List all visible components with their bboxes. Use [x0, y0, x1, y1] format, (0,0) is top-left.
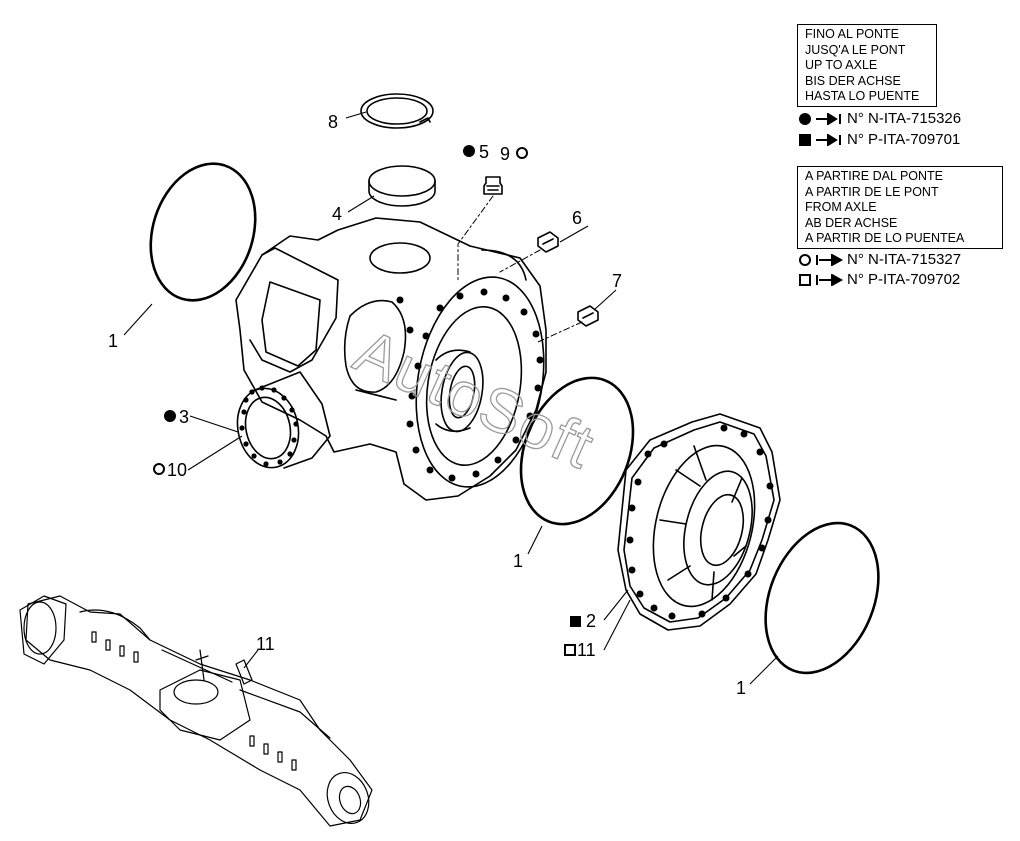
- filled-circle-icon: [799, 112, 811, 125]
- open-circle-icon: [153, 463, 165, 475]
- open-circle-icon: [516, 147, 528, 159]
- breather-fitting: [483, 176, 503, 195]
- callout-8: 8: [328, 112, 338, 132]
- notice-upto-axle: FINO AL PONTE JUSQ'A LE PONT UP TO AXLE …: [797, 24, 937, 107]
- callout-5: 5: [479, 142, 489, 162]
- filled-square-icon: [799, 133, 811, 146]
- cover-flange: [617, 413, 781, 631]
- plug-six: [537, 231, 559, 253]
- filled-circle-icon: [164, 410, 176, 422]
- notice-upto-line-5: HASTA LO PUENTE: [805, 89, 920, 103]
- plug-seven: [577, 305, 599, 327]
- callout-1-right: 1: [736, 678, 746, 698]
- open-square-icon: [564, 644, 576, 656]
- callout-6: 6: [572, 208, 582, 228]
- callout-2: 2: [586, 611, 596, 631]
- notice-from-line-5: A PARTIR DE LO PUENTEA: [805, 231, 965, 245]
- callout-1-middle: 1: [513, 551, 523, 571]
- notice-from-line-1: A PARTIRE DAL PONTE: [805, 169, 944, 183]
- snap-ring: [360, 93, 434, 129]
- notice-upto-line-1: FINO AL PONTE: [805, 27, 900, 41]
- serial-from-circle: N° N-ITA-715327: [799, 251, 961, 268]
- arrow-up-to-icon: [816, 133, 841, 146]
- svg-text:AutoSoft: AutoSoft: [345, 316, 605, 482]
- open-circle-icon: [799, 253, 811, 266]
- arrow-up-to-icon: [816, 112, 841, 125]
- serial-upto-circle: N° N-ITA-715326: [799, 110, 961, 127]
- serial-upto-square: N° P-ITA-709701: [799, 131, 960, 148]
- notice-upto-line-3: UP TO AXLE: [805, 58, 878, 72]
- serial-from-square-text: N° P-ITA-709702: [847, 271, 961, 288]
- watermark: AutoSoft: [344, 316, 605, 484]
- notice-from-line-3: FROM AXLE: [805, 200, 877, 214]
- callout-11-axle: 11: [256, 634, 275, 654]
- notice-upto-line-4: BIS DER ACHSE: [805, 73, 901, 88]
- filled-square-icon: [570, 616, 581, 627]
- o-ring-left: [149, 162, 257, 302]
- arrow-from-icon: [816, 253, 844, 266]
- callout-3: 3: [179, 407, 189, 427]
- o-ring-right: [764, 521, 880, 675]
- notice-from-line-2: A PARTIR DE LE PONT: [805, 184, 939, 199]
- serial-upto-square-text: N° P-ITA-709701: [847, 131, 961, 148]
- callout-9: 9: [500, 144, 510, 164]
- arrow-from-icon: [816, 273, 844, 286]
- notice-from-axle: A PARTIRE DAL PONTE A PARTIR DE LE PONT …: [797, 166, 1003, 249]
- serial-upto-circle-text: N° N-ITA-715326: [847, 110, 962, 127]
- callout-7: 7: [612, 271, 622, 291]
- axle-overview: [19, 595, 373, 827]
- notice-from-line-4: AB DER ACHSE: [805, 215, 898, 230]
- serial-from-square: N° P-ITA-709702: [799, 271, 960, 288]
- filled-circle-icon: [463, 145, 475, 157]
- callout-1-left: 1: [108, 331, 118, 351]
- serial-from-circle-text: N° N-ITA-715327: [847, 251, 962, 268]
- callout-4: 4: [332, 204, 342, 224]
- open-square-icon: [799, 273, 811, 286]
- callout-10: 10: [167, 460, 187, 480]
- notice-upto-line-2: JUSQ'A LE PONT: [805, 42, 906, 57]
- callout-11-cover: 11: [577, 640, 596, 660]
- axle-housing: [235, 217, 547, 501]
- plug-disc: [368, 165, 436, 207]
